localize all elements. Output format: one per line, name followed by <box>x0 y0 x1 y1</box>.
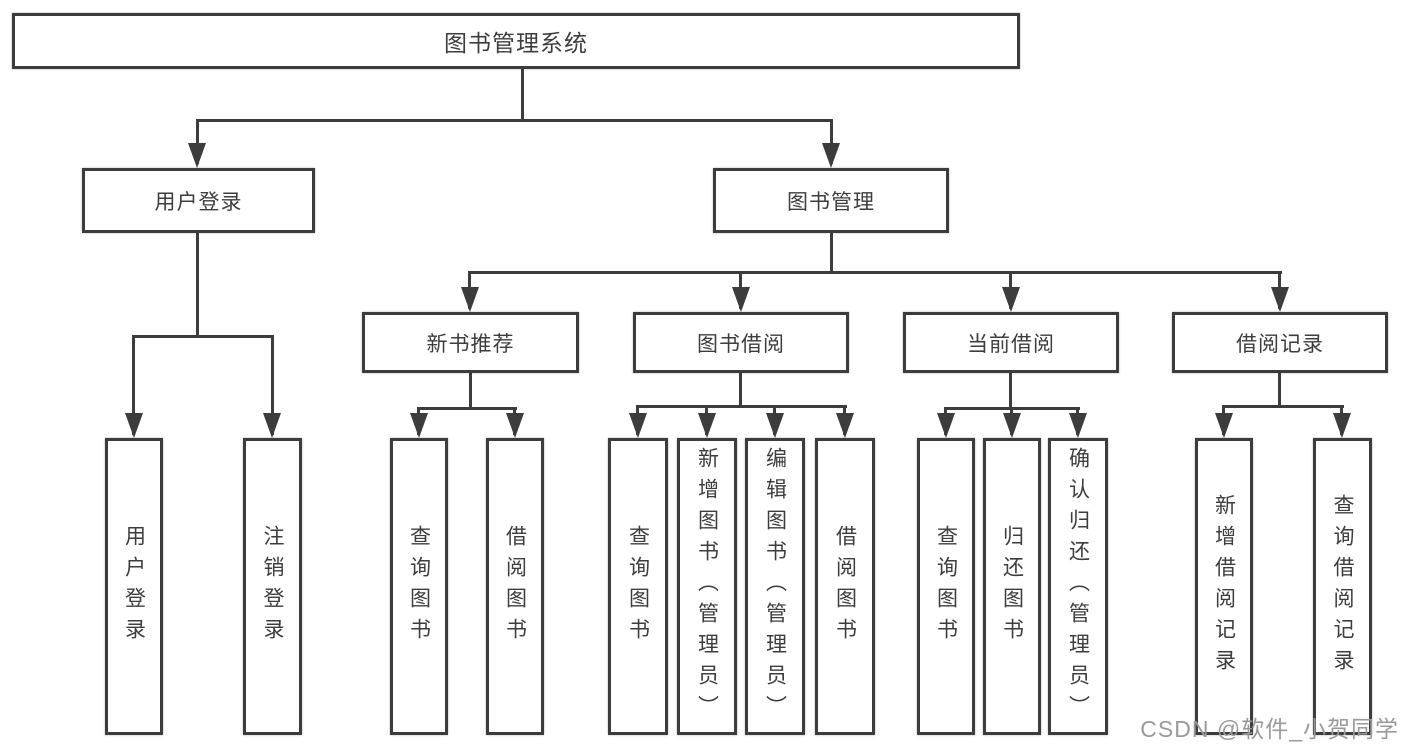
arrowhead-down-icon <box>263 413 281 438</box>
connector-line <box>636 405 847 408</box>
arrowhead-down-icon <box>1069 413 1087 438</box>
arrowhead-down-icon <box>1003 413 1021 438</box>
leaf-records-query-record: 查询借阅记录 <box>1313 438 1372 735</box>
arrowhead-down-icon <box>188 143 206 168</box>
node-label: 新书推荐 <box>426 332 515 356</box>
connector-line <box>1278 373 1281 408</box>
node-label: 查询借阅记录 <box>1331 493 1354 680</box>
node-book-borrow: 图书借阅 <box>633 312 849 373</box>
arrowhead-down-icon <box>629 413 647 438</box>
leaf-current-query-books: 查询图书 <box>917 438 975 735</box>
arrowhead-down-icon <box>1215 413 1233 438</box>
leaf-current-return-books: 归还图书 <box>983 438 1041 735</box>
node-label: 图书管理系统 <box>444 30 588 56</box>
connector-line <box>830 233 833 271</box>
connector-line <box>196 119 833 122</box>
node-label: 新增借阅记录 <box>1212 493 1236 680</box>
node-book-mgmt: 图书管理 <box>713 168 949 233</box>
connector-line <box>1009 373 1012 410</box>
connector-line <box>468 271 1282 274</box>
leaf-borrow-query-books: 查询图书 <box>608 438 668 735</box>
node-label: 图书借阅 <box>697 332 785 356</box>
node-label: 借阅图书 <box>503 524 527 649</box>
leaf-records-add-record: 新增借阅记录 <box>1195 438 1253 735</box>
watermark: CSDN @软件_小贺同学 <box>1140 716 1399 742</box>
connector-line <box>271 335 274 435</box>
arrowhead-down-icon <box>732 287 750 312</box>
node-label: 查询图书 <box>934 524 958 649</box>
leaf-newrec-borrow-books: 借阅图书 <box>486 438 544 735</box>
connector-line <box>739 373 742 408</box>
arrowhead-down-icon <box>766 413 784 438</box>
node-label: 图书管理 <box>787 190 875 214</box>
arrowhead-down-icon <box>410 413 428 438</box>
node-label: 注销登录 <box>261 524 284 649</box>
node-label: 当前借阅 <box>967 332 1055 356</box>
leaf-current-confirm-return-admin: 确认归还（管理员） <box>1048 438 1108 735</box>
arrowhead-down-icon <box>125 413 143 438</box>
node-label: 用户登录 <box>122 524 146 649</box>
node-user-login: 用户登录 <box>82 168 315 233</box>
node-label: 归还图书 <box>1000 524 1024 649</box>
node-borrow-records: 借阅记录 <box>1172 312 1388 373</box>
node-label: 新增图书（管理员） <box>695 447 719 726</box>
connector-line <box>469 373 472 410</box>
arrowhead-down-icon <box>937 413 955 438</box>
connector-line <box>196 119 199 164</box>
node-label: 借阅图书 <box>833 524 857 649</box>
connector-line <box>132 335 274 338</box>
arrowhead-down-icon <box>1333 413 1351 438</box>
arrowhead-down-icon <box>461 287 479 312</box>
arrowhead-down-icon <box>836 413 854 438</box>
arrowhead-down-icon <box>698 413 716 438</box>
node-root: 图书管理系统 <box>12 13 1020 69</box>
node-label: 确认归还（管理员） <box>1066 447 1090 726</box>
node-current-borrow: 当前借阅 <box>903 312 1119 373</box>
connector-line <box>1222 405 1344 408</box>
arrowhead-down-icon <box>822 143 840 168</box>
arrowhead-down-icon <box>1271 287 1289 312</box>
leaf-logout: 注销登录 <box>243 438 302 735</box>
node-label: 用户登录 <box>154 190 243 214</box>
leaf-borrow-borrow-books: 借阅图书 <box>815 438 875 735</box>
connector-line <box>830 119 833 164</box>
leaf-user-login: 用户登录 <box>105 438 163 735</box>
node-new-book-rec: 新书推荐 <box>362 312 579 373</box>
node-label: 查询图书 <box>407 524 431 649</box>
connector-line <box>132 335 135 435</box>
arrowhead-down-icon <box>1002 287 1020 312</box>
leaf-borrow-add-books-admin: 新增图书（管理员） <box>677 438 737 735</box>
arrowhead-down-icon <box>506 413 524 438</box>
connector-line <box>196 233 199 335</box>
node-label: 编辑图书（管理员） <box>763 447 787 726</box>
connector-line <box>521 69 524 120</box>
node-label: 查询图书 <box>626 524 650 649</box>
connector-line <box>417 407 517 410</box>
leaf-newrec-query-books: 查询图书 <box>390 438 448 735</box>
leaf-borrow-edit-books-admin: 编辑图书（管理员） <box>745 438 805 735</box>
node-label: 借阅记录 <box>1236 332 1324 356</box>
